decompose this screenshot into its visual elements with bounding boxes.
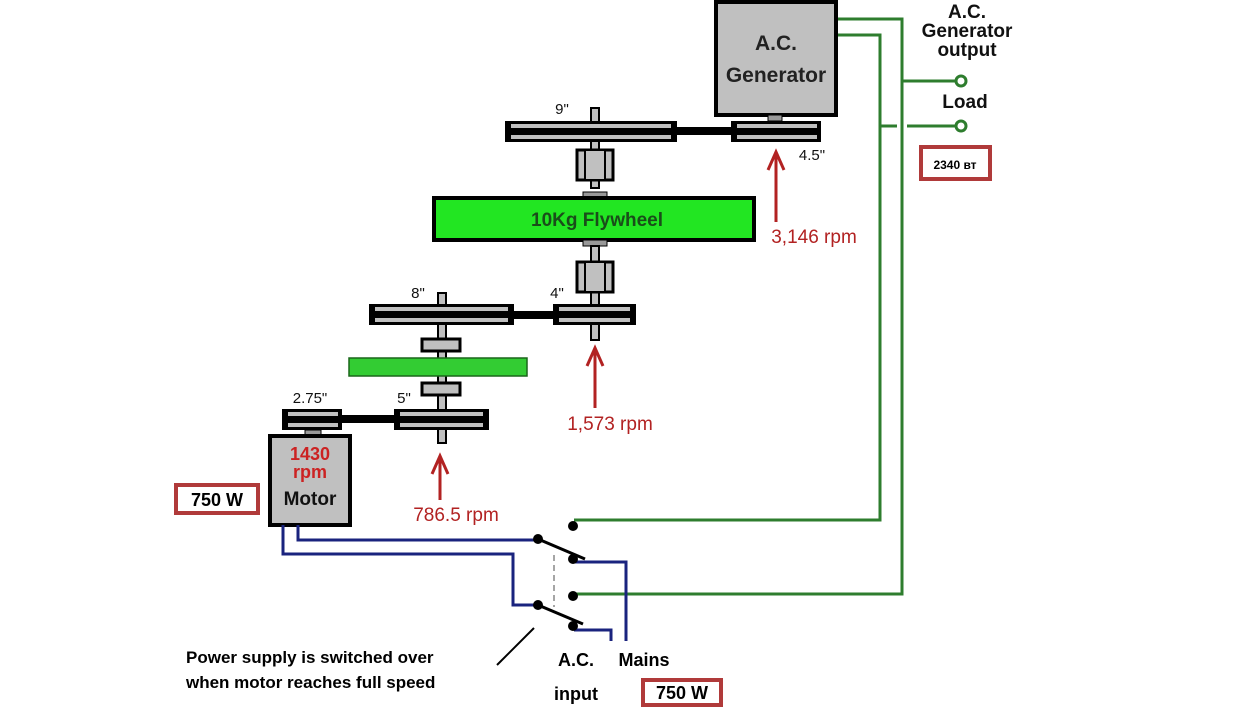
arrow-mid-speed	[585, 344, 605, 408]
coupling-top	[575, 148, 615, 182]
output-power-value: 2340 вт	[933, 158, 976, 172]
pulley-8in	[369, 304, 514, 325]
output-label-line3: output	[937, 40, 997, 61]
output-label-line2: Generator	[922, 21, 1013, 42]
flywheel-label: 10Kg Flywheel	[531, 210, 663, 231]
pulley-2-75in	[282, 409, 342, 430]
motor-rpm-unit: rpm	[293, 462, 327, 482]
motor-supply-wires	[281, 525, 628, 641]
motor	[268, 429, 352, 527]
belt-top	[670, 127, 740, 135]
pulley-label-4in: 4"	[550, 285, 564, 302]
mains-ac-label: A.C.	[558, 650, 594, 670]
ac-generator	[714, 0, 838, 122]
coupling-middle	[575, 260, 615, 294]
mains-power-box	[641, 678, 723, 707]
pulley-label-4-5in: 4.5"	[799, 147, 825, 164]
switch-pointer	[496, 627, 535, 666]
output-power-box	[919, 145, 992, 181]
wire-mains-b	[574, 628, 613, 641]
pulley-4-5in	[731, 121, 821, 142]
load-label: Load	[942, 92, 987, 113]
pulley-label-2-75in: 2.75"	[293, 390, 328, 407]
shaft-9in	[590, 107, 600, 189]
secondary-flywheel	[348, 357, 528, 377]
pulley-label-8in: 8"	[411, 285, 425, 302]
bearing-upper	[420, 337, 462, 353]
motor-power-value: 750 W	[191, 490, 243, 510]
changeover-switch	[496, 521, 586, 666]
speed-low: 786.5 rpm	[413, 505, 499, 526]
mains-label: Mains	[618, 650, 669, 670]
arrow-low-speed	[430, 452, 450, 500]
pulley-stage-bottom	[282, 409, 489, 430]
pulley-stage-middle	[348, 239, 636, 444]
speed-gen: 3,146 rpm	[771, 227, 857, 248]
load-terminal-bottom	[954, 119, 968, 133]
motor-label: Motor	[284, 489, 337, 510]
generator-output-wires	[574, 17, 956, 596]
arrow-gen-speed	[766, 148, 786, 222]
wire-gen-outer	[574, 17, 904, 596]
pulley-label-9in: 9"	[555, 101, 569, 118]
pulley-4in	[553, 304, 636, 325]
pulley-9in	[505, 121, 677, 142]
wire-gen-inner	[574, 33, 882, 522]
switch-note-line1: Power supply is switched over	[186, 648, 434, 667]
belt-bottom	[338, 415, 398, 423]
load-terminal-top	[954, 74, 968, 88]
motor-rpm-value: 1430	[290, 444, 330, 464]
pulley-stage-top	[505, 107, 821, 199]
generator-label-line1: A.C.	[755, 32, 797, 55]
wire-motor-b	[281, 525, 536, 607]
motor-power-box	[174, 483, 260, 515]
pulley-5in	[394, 409, 489, 430]
generator-label-line2: Generator	[726, 64, 826, 87]
mains-power-value: 750 W	[656, 683, 708, 703]
speed-arrows	[430, 148, 786, 500]
belt-middle	[510, 311, 560, 319]
bearing-lower	[420, 381, 462, 397]
pulley-label-5in: 5"	[397, 390, 411, 407]
wire-mains-a	[574, 560, 628, 641]
wire-motor-a	[296, 525, 536, 542]
switch-note-line2: when motor reaches full speed	[185, 673, 435, 692]
speed-mid: 1,573 rpm	[567, 414, 653, 435]
output-label-line1: A.C.	[948, 2, 986, 23]
mains-input-label: input	[554, 684, 598, 704]
